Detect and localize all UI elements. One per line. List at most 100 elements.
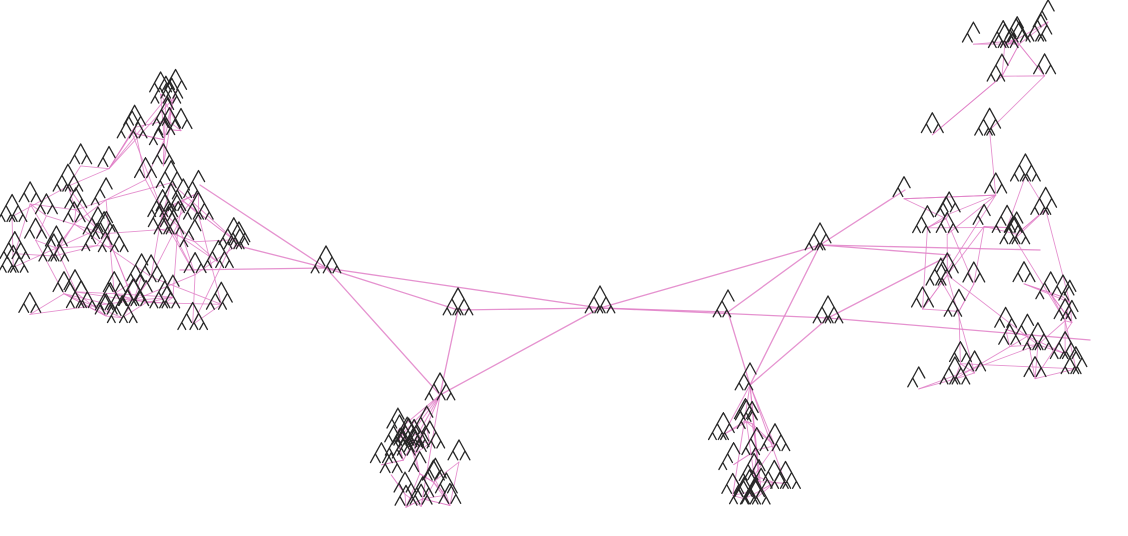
tree-node-icon bbox=[707, 412, 735, 441]
graph-edge bbox=[53, 245, 98, 257]
graph-edge bbox=[1034, 344, 1039, 380]
graph-edge bbox=[160, 93, 165, 141]
tree-node-icon bbox=[310, 245, 342, 274]
tree-node-icon bbox=[741, 427, 764, 456]
tree-node-icon bbox=[892, 176, 911, 198]
tree-node-icon bbox=[1015, 313, 1035, 335]
graph-edge bbox=[819, 189, 906, 246]
tree-node-icon bbox=[721, 472, 745, 494]
graph-edge bbox=[73, 223, 152, 278]
graph-edge bbox=[105, 179, 146, 201]
graph-edge bbox=[973, 226, 985, 285]
tree-node-icon bbox=[82, 206, 105, 235]
tree-node-icon bbox=[962, 261, 986, 283]
tree-node-icon bbox=[97, 145, 116, 168]
graph-edge bbox=[80, 165, 110, 170]
tree-node-icon bbox=[1007, 21, 1031, 43]
tree-node-icon bbox=[183, 169, 206, 199]
tree-node-icon bbox=[123, 104, 147, 126]
tree-node-icon bbox=[1035, 271, 1058, 300]
graph-edge bbox=[162, 129, 170, 167]
tree-node-icon bbox=[102, 271, 126, 293]
tree-node-icon bbox=[934, 196, 953, 218]
tree-node-icon bbox=[963, 350, 987, 372]
graph-edge bbox=[1006, 175, 1026, 228]
tree-node-icon bbox=[52, 271, 76, 293]
tree-node-icon bbox=[935, 252, 959, 274]
tree-node-icon bbox=[134, 279, 153, 302]
tree-node-icon bbox=[804, 222, 832, 251]
tree-node-icon bbox=[52, 163, 84, 192]
graph-edge bbox=[1018, 21, 1049, 45]
tree-node-icon bbox=[18, 291, 42, 313]
tree-node-icon bbox=[149, 280, 181, 309]
graph-edge bbox=[918, 378, 956, 390]
tree-node-icon bbox=[712, 289, 735, 318]
graph-edge bbox=[599, 307, 829, 319]
tree-node-icon bbox=[762, 459, 786, 481]
graph-edge bbox=[434, 461, 460, 481]
graph-edge bbox=[599, 244, 821, 309]
graph-edge bbox=[399, 394, 441, 438]
graph-edge bbox=[420, 394, 441, 507]
tree-node-icon bbox=[424, 372, 456, 401]
tree-node-icon bbox=[948, 341, 972, 363]
graph-edge bbox=[758, 481, 775, 483]
graph-edge bbox=[177, 223, 196, 276]
tree-node-icon bbox=[118, 278, 150, 307]
graph-edge bbox=[422, 498, 451, 506]
graph-edge bbox=[946, 226, 985, 276]
graph-edge bbox=[749, 384, 760, 483]
tree-node-icon bbox=[1005, 211, 1024, 233]
tree-node-icon bbox=[171, 178, 191, 200]
tree-node-icon bbox=[160, 77, 184, 99]
tree-node-icon bbox=[411, 405, 434, 434]
graph-edge bbox=[946, 274, 1039, 346]
graph-edge bbox=[1034, 368, 1077, 380]
tree-node-icon bbox=[1030, 186, 1058, 215]
tree-node-icon bbox=[182, 191, 214, 220]
graph-edge bbox=[133, 275, 143, 302]
tree-node-icon bbox=[161, 274, 180, 296]
tree-node-icon bbox=[438, 482, 462, 504]
graph-edge bbox=[449, 461, 460, 506]
tree-node-icon bbox=[442, 287, 474, 316]
graph-edge bbox=[11, 216, 14, 268]
graph-edge bbox=[55, 245, 98, 249]
tree-node-icon bbox=[1058, 279, 1077, 301]
tree-node-icon bbox=[1022, 322, 1054, 351]
graph-edge bbox=[105, 199, 115, 295]
tree-node-icon bbox=[223, 221, 251, 250]
tree-node-icon bbox=[939, 356, 971, 385]
graph-edge bbox=[744, 420, 753, 424]
graph-edge bbox=[439, 307, 601, 396]
tree-node-icon bbox=[218, 217, 250, 246]
graph-edge bbox=[113, 293, 147, 304]
tree-node-icon bbox=[386, 407, 405, 429]
graph-edge bbox=[903, 198, 947, 220]
tree-node-icon bbox=[770, 460, 801, 489]
graph-edge bbox=[819, 244, 1041, 251]
graph-edge bbox=[325, 267, 601, 309]
tree-node-icon bbox=[925, 257, 953, 286]
graph-edge bbox=[192, 303, 222, 326]
tree-node-icon bbox=[734, 399, 758, 421]
graph-edge bbox=[732, 384, 751, 496]
tree-node-icon bbox=[106, 295, 138, 324]
graph-edge bbox=[73, 199, 107, 225]
graph-edge bbox=[105, 315, 123, 319]
graph-edge bbox=[73, 209, 77, 225]
graph-edge bbox=[931, 75, 1003, 136]
tree-node-icon bbox=[393, 471, 417, 493]
tree-node-icon bbox=[24, 217, 48, 239]
tree-node-icon bbox=[1005, 16, 1024, 38]
tree-node-icon bbox=[935, 211, 959, 233]
graph-edge bbox=[194, 241, 219, 263]
graph-edge bbox=[150, 276, 222, 305]
tree-node-icon bbox=[411, 476, 435, 498]
tree-node-icon bbox=[943, 288, 966, 317]
tree-node-icon bbox=[920, 112, 944, 134]
tree-node-icon bbox=[408, 451, 427, 473]
graph-edge bbox=[1014, 238, 1066, 322]
